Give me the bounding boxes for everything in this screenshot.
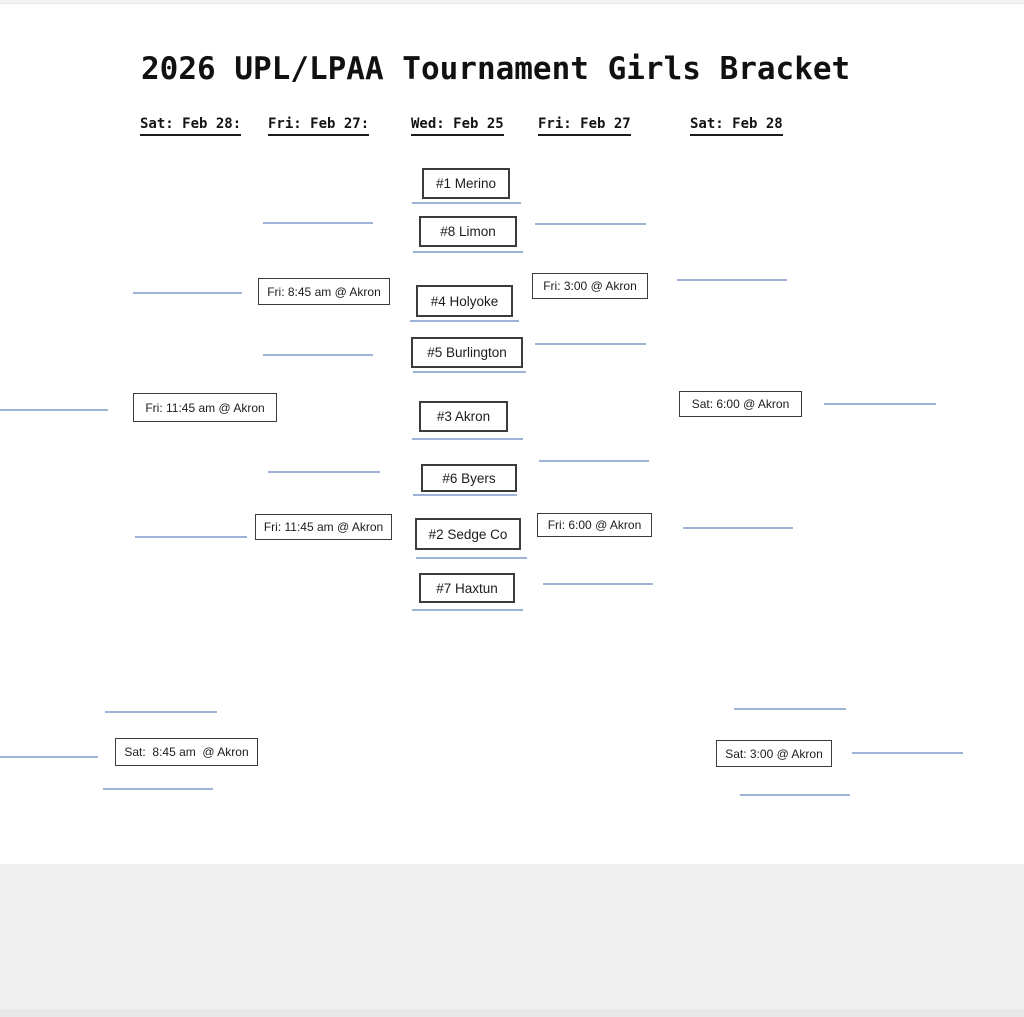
- winner-line-left-edge-lower[interactable]: [0, 756, 98, 758]
- winner-line-right-6[interactable]: [543, 583, 653, 585]
- winner-line-left-5[interactable]: [135, 536, 247, 538]
- column-header-wed-feb-25: Wed: Feb 25: [411, 117, 504, 136]
- column-header-fri-feb-27-left: Fri: Feb 27:: [268, 117, 370, 136]
- game-box-fri-1145am-akron-upper[interactable]: Fri: 11:45 am @ Akron: [133, 393, 277, 422]
- game-box-fri-300-akron[interactable]: Fri: 3:00 @ Akron: [532, 273, 648, 299]
- team-underline-burlington: [413, 371, 526, 373]
- winner-line-left-1[interactable]: [263, 222, 373, 224]
- game-box-sat-300-akron[interactable]: Sat: 3:00 @ Akron: [716, 740, 832, 767]
- winner-line-right-5[interactable]: [683, 527, 793, 529]
- game-box-sat-845am-akron[interactable]: Sat: 8:45 am @ Akron: [115, 738, 258, 766]
- winner-line-right-1[interactable]: [535, 223, 646, 225]
- team-box-4-holyoke[interactable]: #4 Holyoke: [416, 285, 513, 317]
- winner-line-right-3[interactable]: [535, 343, 646, 345]
- team-box-3-akron[interactable]: #3 Akron: [419, 401, 508, 432]
- team-box-5-burlington[interactable]: #5 Burlington: [411, 337, 523, 368]
- column-header-sat-feb-28-left: Sat: Feb 28:: [140, 117, 242, 136]
- game-box-fri-600-akron[interactable]: Fri: 6:00 @ Akron: [537, 513, 652, 537]
- winner-line-left-edge-upper[interactable]: [0, 409, 108, 411]
- page-end-gray-area: [0, 864, 1024, 1017]
- winner-line-champion[interactable]: [824, 403, 936, 405]
- team-underline-akron: [412, 438, 523, 440]
- column-header-fri-feb-27-right: Fri: Feb 27: [538, 117, 631, 136]
- page-top-edge: [0, 0, 1024, 4]
- page-title: 2026 UPL/LPAA Tournament Girls Bracket: [141, 51, 851, 87]
- team-box-8-limon[interactable]: #8 Limon: [419, 216, 517, 247]
- winner-line-right-bottom-upper[interactable]: [734, 708, 846, 710]
- winner-line-left-2[interactable]: [133, 292, 242, 294]
- game-box-fri-845am-akron[interactable]: Fri: 8:45 am @ Akron: [258, 278, 390, 305]
- team-underline-byers: [413, 494, 517, 496]
- team-underline-sedge-co: [416, 557, 527, 559]
- page-end-bottom-edge: [0, 1009, 1024, 1017]
- winner-line-right-4[interactable]: [539, 460, 649, 462]
- team-underline-haxtun: [412, 609, 523, 611]
- winner-line-left-4[interactable]: [268, 471, 380, 473]
- winner-line-third-place[interactable]: [852, 752, 963, 754]
- team-underline-merino: [412, 202, 521, 204]
- winner-line-left-bottom-upper[interactable]: [105, 711, 217, 713]
- winner-line-right-2[interactable]: [677, 279, 787, 281]
- winner-line-left-3[interactable]: [263, 354, 373, 356]
- game-box-sat-600-akron[interactable]: Sat: 6:00 @ Akron: [679, 391, 802, 417]
- team-underline-holyoke: [410, 320, 519, 322]
- winner-line-right-bottom-lower[interactable]: [740, 794, 850, 796]
- column-header-sat-feb-28-right: Sat: Feb 28: [690, 117, 783, 136]
- team-box-7-haxtun[interactable]: #7 Haxtun: [419, 573, 515, 603]
- team-box-6-byers[interactable]: #6 Byers: [421, 464, 517, 492]
- winner-line-left-bottom-lower[interactable]: [103, 788, 213, 790]
- team-box-1-merino[interactable]: #1 Merino: [422, 168, 510, 199]
- team-underline-limon: [413, 251, 523, 253]
- team-box-2-sedge-co[interactable]: #2 Sedge Co: [415, 518, 521, 550]
- game-box-fri-1145am-akron-lower[interactable]: Fri: 11:45 am @ Akron: [255, 514, 392, 540]
